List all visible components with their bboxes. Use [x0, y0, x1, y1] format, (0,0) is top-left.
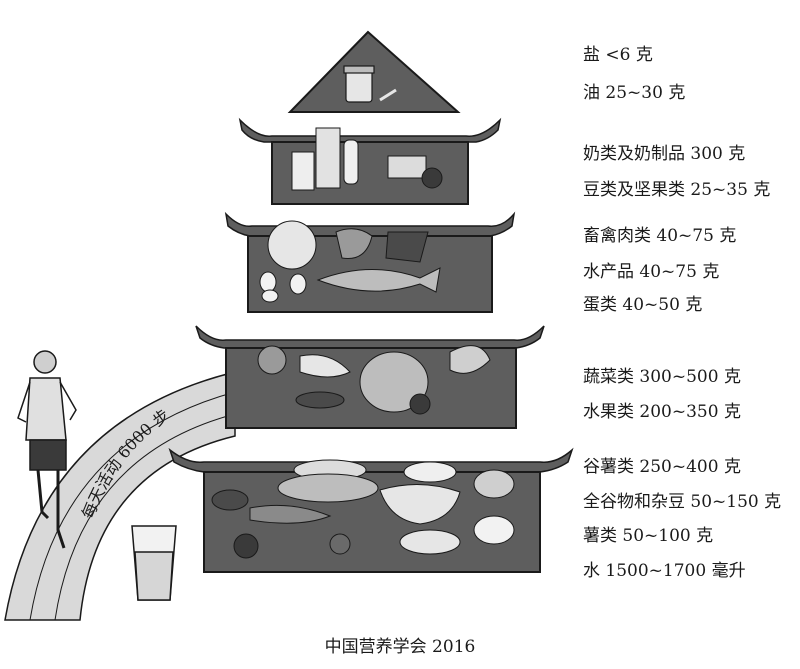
label-water: 水 1500~1700 毫升	[583, 561, 746, 581]
label-salt: 盐 <6 克	[583, 45, 653, 65]
runner-icon	[17, 350, 77, 549]
tier-meat-fish-egg	[224, 211, 516, 313]
label-eggs: 蛋类 40~50 克	[583, 295, 703, 315]
source-caption: 中国营养学会 2016	[324, 637, 476, 657]
label-oil: 油 25~30 克	[583, 83, 686, 103]
water-glass-icon	[131, 525, 177, 601]
label-fruit: 水果类 200~350 克	[583, 402, 741, 422]
tier-dairy-soy	[238, 117, 502, 205]
label-tubers: 薯类 50~100 克	[583, 526, 714, 546]
spoon-icon	[379, 88, 397, 102]
label-grains: 谷薯类 250~400 克	[583, 457, 741, 477]
tier-salt-oil	[287, 30, 461, 113]
label-soy-nuts: 豆类及坚果类 25~35 克	[583, 180, 771, 200]
label-meat: 畜禽肉类 40~75 克	[583, 226, 737, 246]
tier-veg-fruit	[195, 325, 545, 429]
label-aquatic: 水产品 40~75 克	[583, 262, 720, 282]
label-dairy: 奶类及奶制品 300 克	[583, 144, 746, 164]
salt-jar-icon	[343, 65, 375, 103]
tier-grains	[168, 447, 574, 573]
label-whole-grains: 全谷物和杂豆 50~150 克	[583, 492, 782, 512]
label-vegetables: 蔬菜类 300~500 克	[583, 367, 741, 387]
